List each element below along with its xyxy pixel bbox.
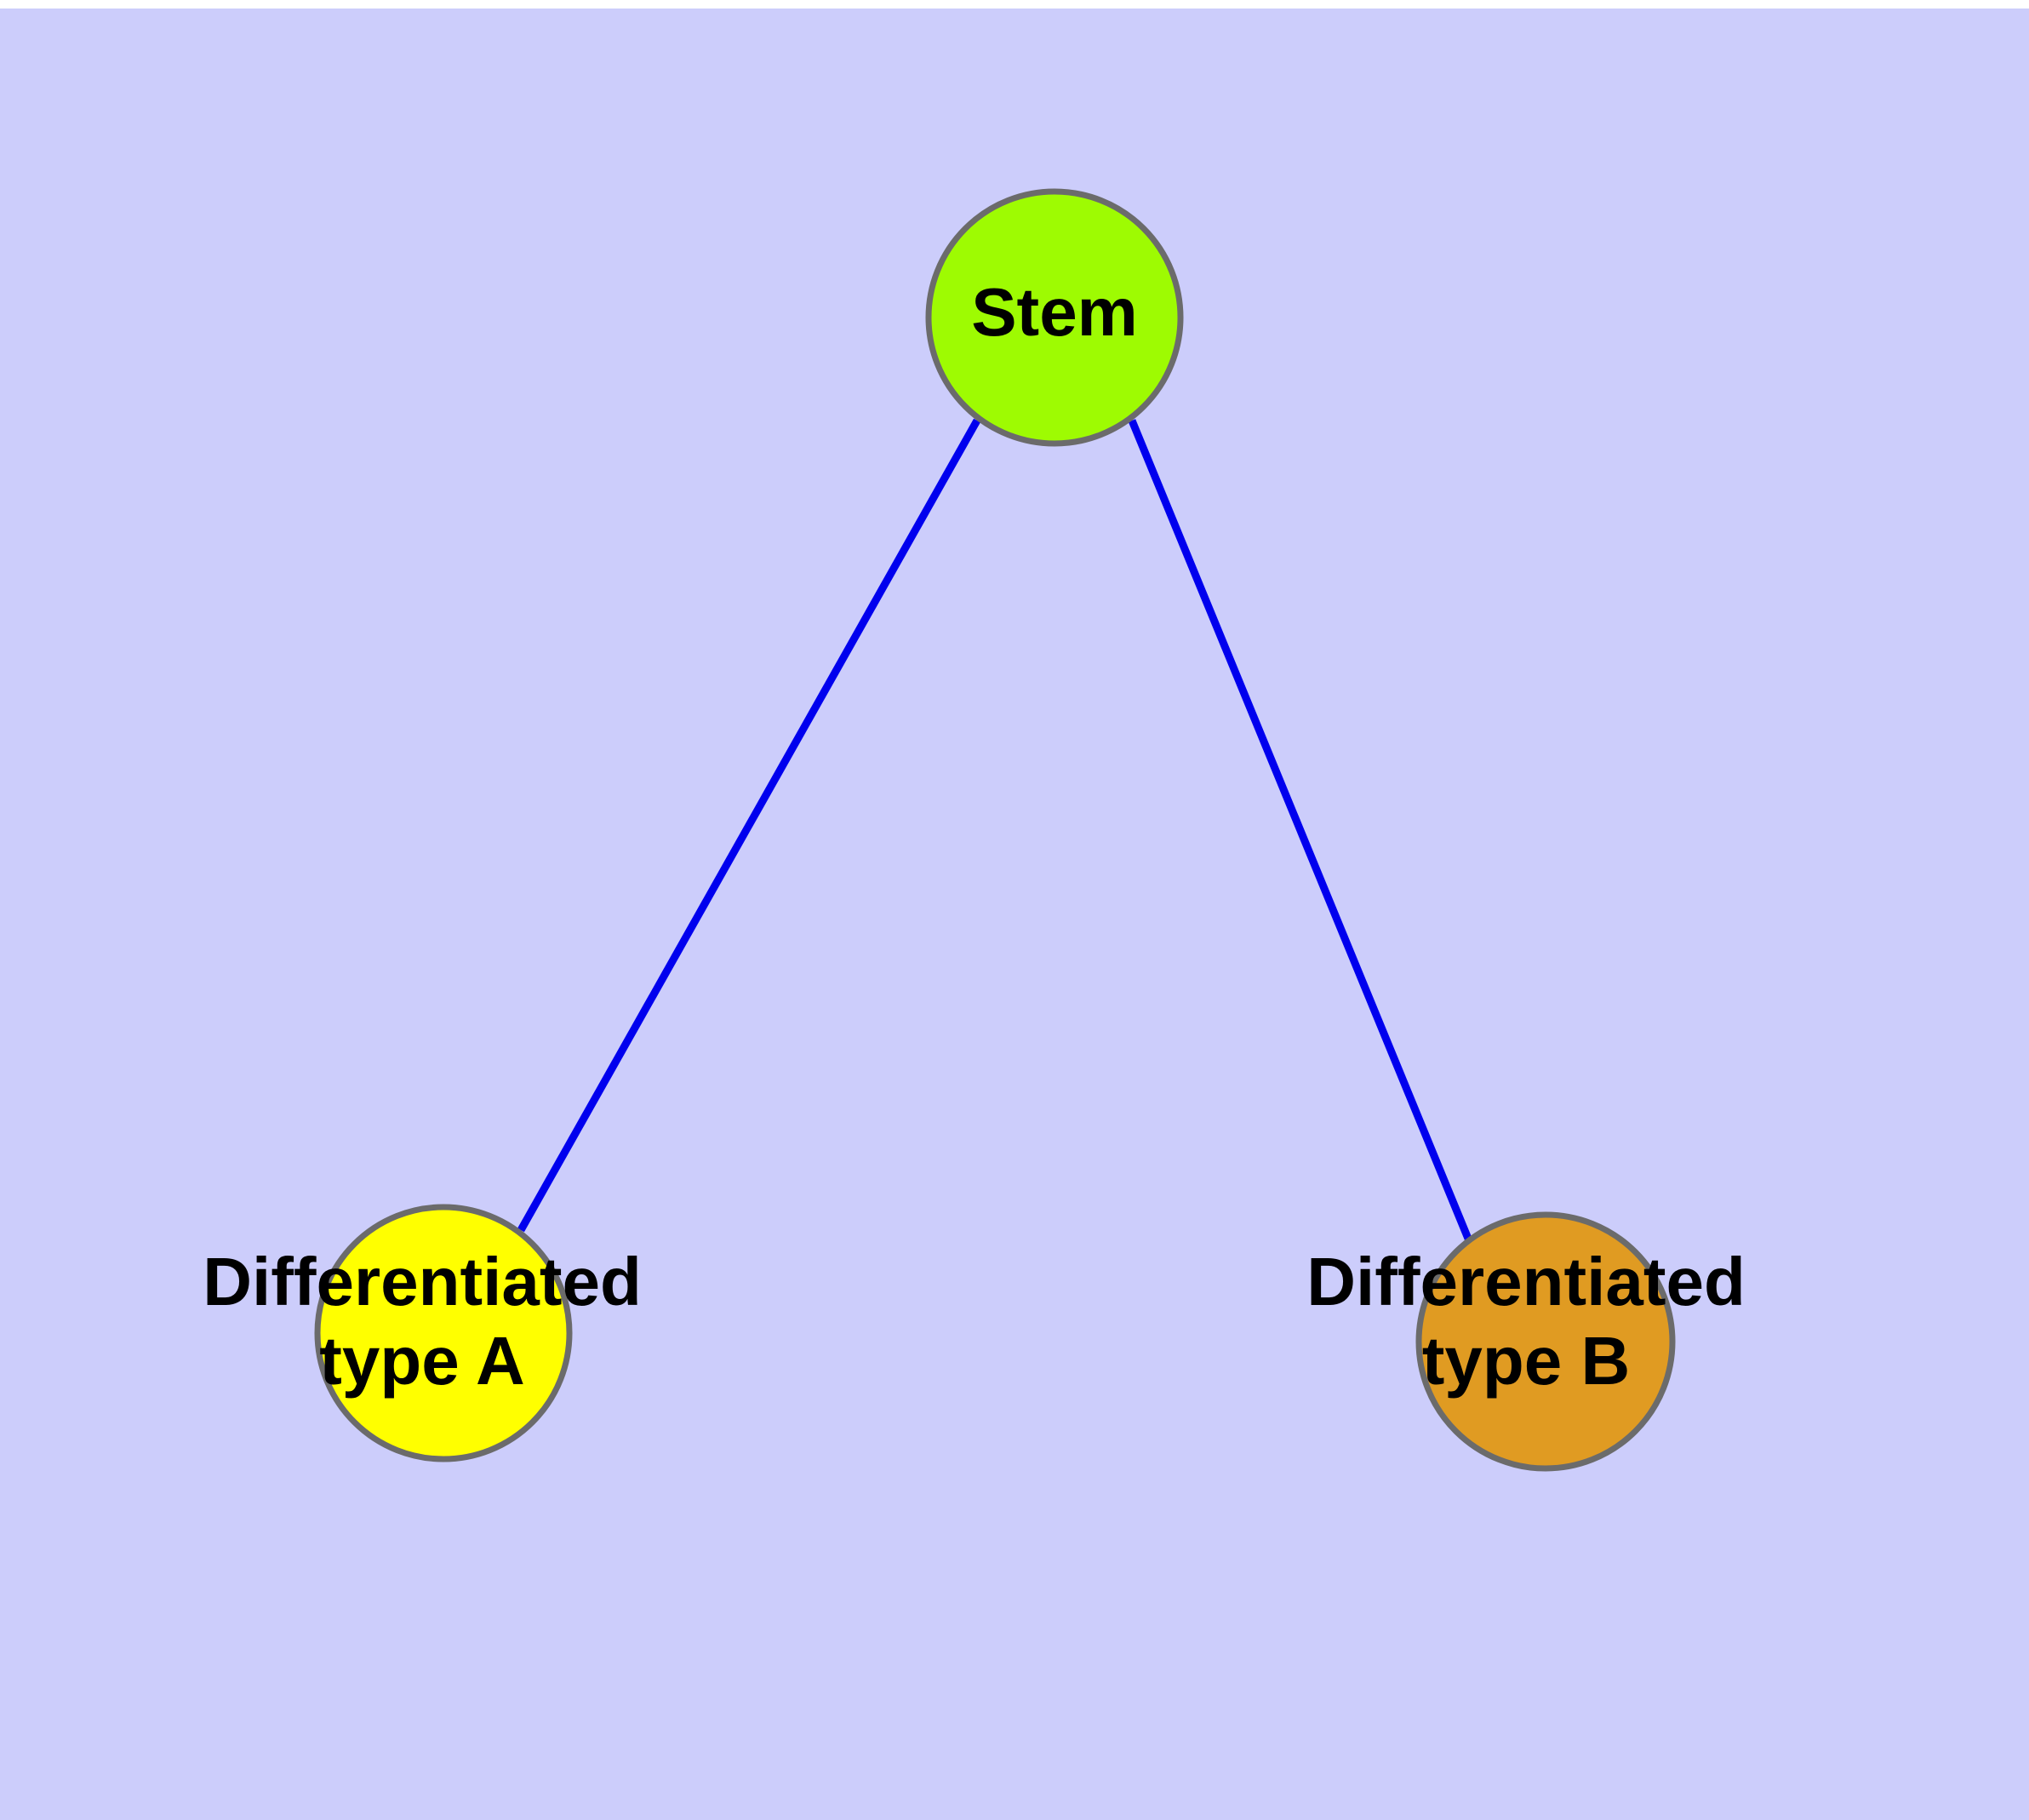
- node-differentiated-type-b-label-line2: type B: [1422, 1323, 1631, 1399]
- node-stem-label: Stem: [971, 274, 1138, 350]
- node-stem[interactable]: Stem: [925, 188, 1184, 447]
- node-label-layer: Differentiated type A Differentiated typ…: [203, 1244, 1746, 1399]
- edge-stem-to-differentiated-type-a[interactable]: [517, 418, 980, 1233]
- node-differentiated-type-b[interactable]: [1415, 1211, 1676, 1472]
- node-differentiated-type-b-circle[interactable]: [1415, 1211, 1676, 1472]
- node-differentiated-type-a-circle[interactable]: [314, 1204, 573, 1462]
- node-layer: Stem: [314, 188, 1676, 1472]
- edge-layer: [517, 418, 1472, 1240]
- node-stem-circle[interactable]: [925, 188, 1184, 447]
- node-differentiated-type-b-label-line1: Differentiated: [1306, 1244, 1746, 1319]
- edge-stem-to-differentiated-type-b[interactable]: [1128, 419, 1472, 1240]
- node-differentiated-type-a-label-line1: Differentiated: [203, 1244, 642, 1319]
- node-differentiated-type-a-label-line2: type A: [319, 1323, 525, 1399]
- node-differentiated-type-a[interactable]: [314, 1204, 573, 1462]
